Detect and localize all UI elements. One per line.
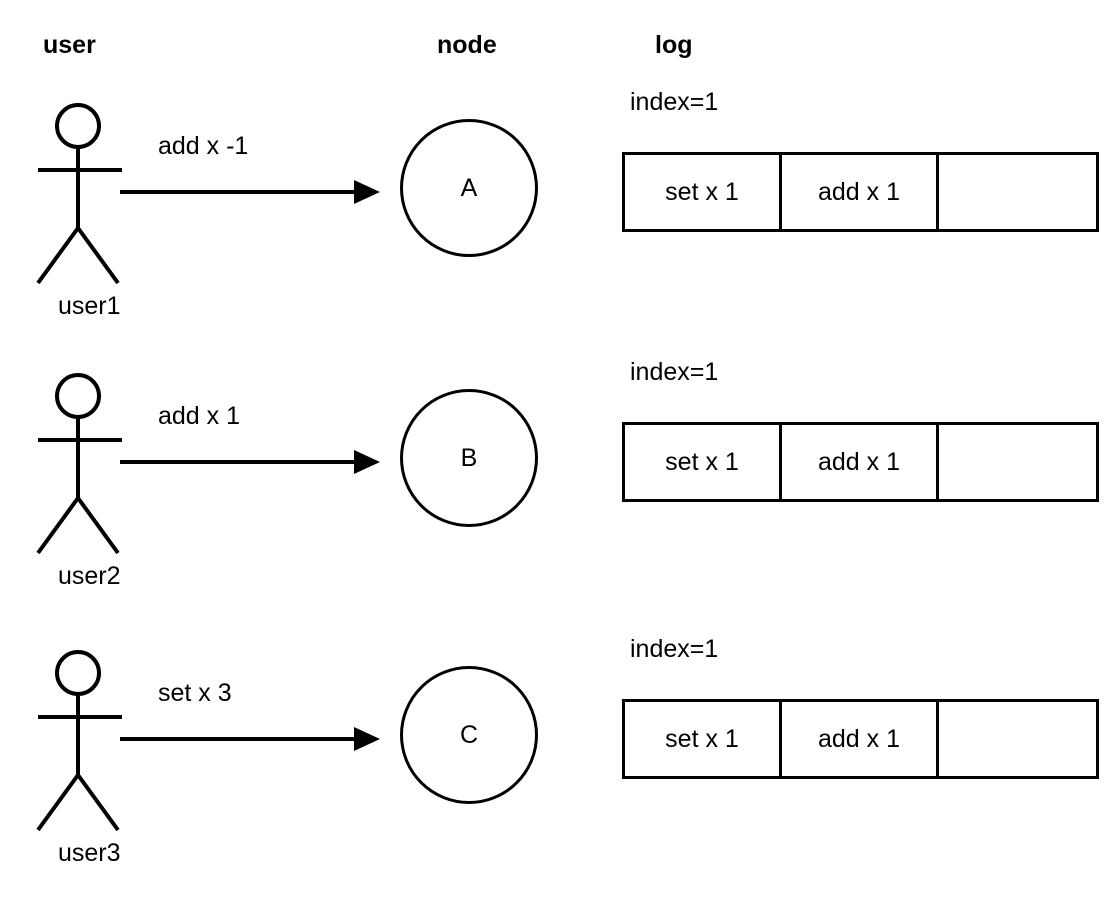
column-header-log: log <box>655 31 693 59</box>
node-label: C <box>459 720 479 749</box>
message-arrow: add x -1 <box>118 134 388 210</box>
actor-label: user3 <box>58 839 121 867</box>
message-label: add x 1 <box>158 402 241 430</box>
message-arrow: set x 3 <box>118 681 388 757</box>
log-entry-cell: add x 1 <box>782 425 939 499</box>
node-label: B <box>460 443 478 472</box>
actor-label: user1 <box>58 292 121 320</box>
log-table: set x 1 add x 1 <box>622 422 1099 502</box>
log-index-label: index=1 <box>630 635 719 663</box>
log-entry-cell: add x 1 <box>782 702 939 776</box>
diagram-row: user3 set x 3 C index=1 set x 1 add x 1 <box>0 637 1118 907</box>
log-table: set x 1 add x 1 <box>622 152 1099 232</box>
message-label: set x 3 <box>158 679 232 707</box>
diagram-row: user1 add x -1 A index=1 set x 1 add x 1 <box>0 90 1118 360</box>
log-entry-cell: add x 1 <box>782 155 939 229</box>
log-entry-cell-empty <box>939 425 1096 499</box>
log-entry-cell: set x 1 <box>625 155 782 229</box>
log-entry-cell-empty <box>939 155 1096 229</box>
actor-stick-figure-icon: user3 <box>30 645 140 866</box>
message-arrow: add x 1 <box>118 404 388 480</box>
log-index-label: index=1 <box>630 88 719 116</box>
message-label: add x -1 <box>158 132 249 160</box>
log-entry-cell: set x 1 <box>625 702 782 776</box>
log-entry-cell: set x 1 <box>625 425 782 499</box>
diagram-row: user2 add x 1 B index=1 set x 1 add x 1 <box>0 360 1118 630</box>
node-circle: A <box>400 119 538 257</box>
log-index-label: index=1 <box>630 358 719 386</box>
log-table: set x 1 add x 1 <box>622 699 1099 779</box>
actor-stick-figure-icon: user1 <box>30 98 140 319</box>
column-header-user: user <box>43 31 96 59</box>
node-circle: C <box>400 666 538 804</box>
log-entry-cell-empty <box>939 702 1096 776</box>
node-circle: B <box>400 389 538 527</box>
actor-stick-figure-icon: user2 <box>30 368 140 589</box>
node-label: A <box>460 173 478 202</box>
actor-label: user2 <box>58 562 121 590</box>
column-header-node: node <box>437 31 497 59</box>
